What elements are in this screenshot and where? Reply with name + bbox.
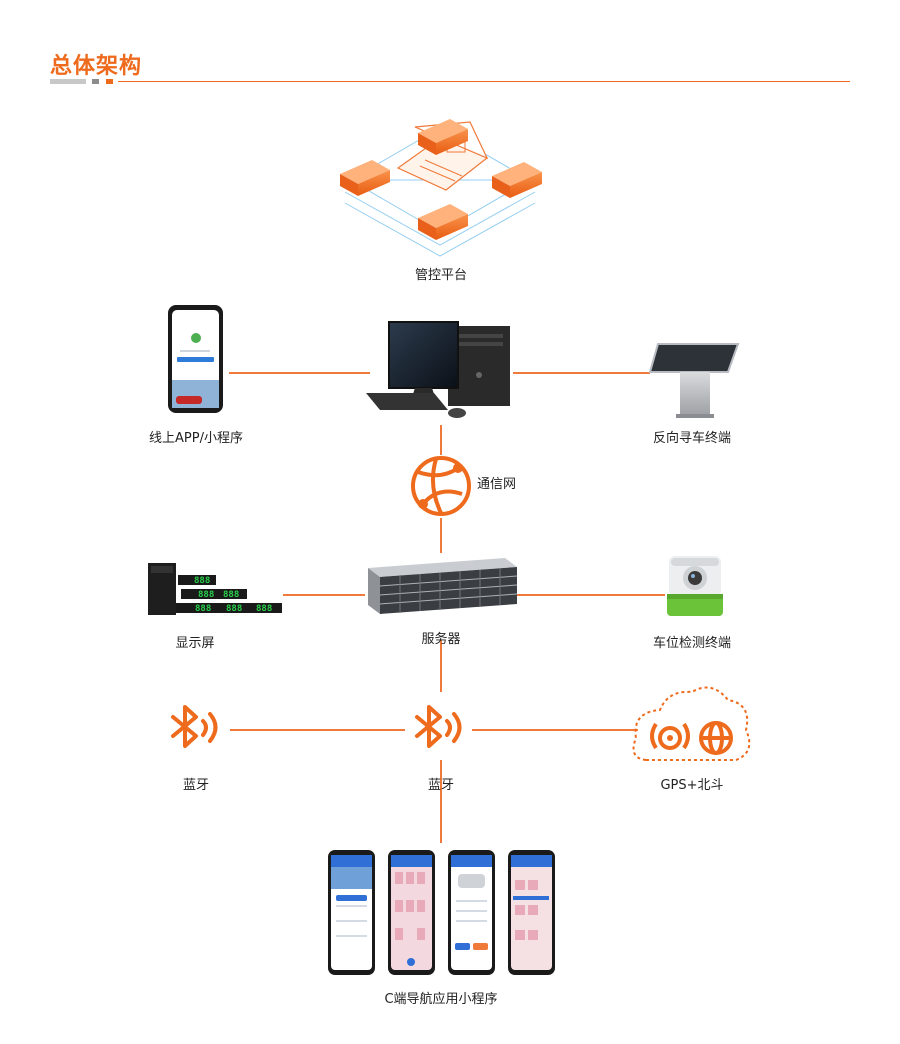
gps-beidou-icon [632,686,751,761]
label-kiosk: 反向寻车终端 [652,431,732,446]
phone-screens-icon [328,850,555,975]
connection-lines [229,372,665,843]
led-digits-1: 888 [194,576,210,586]
led-digits-6: 888 [256,604,272,614]
led-digits-2: 888 [198,590,214,600]
label-gps: GPS+北斗 [660,778,724,793]
label-miniapp: C端导航应用小程序 [384,992,498,1007]
rack-server-icon [368,558,518,614]
led-display-icon: 888 888 888 888 888 888 [148,563,282,615]
label-network: 通信网 [477,477,517,492]
parking-sensor-icon [667,556,723,616]
title-underline [118,81,850,82]
label-bluetooth-left: 蓝牙 [182,778,210,793]
bluetooth-icon-left [171,705,218,748]
title-decoration-grey [50,79,86,84]
label-app: 线上APP/小程序 [149,431,243,446]
page-title: 总体架构 [50,54,143,79]
label-platform: 管控平台 [414,268,468,283]
label-detector: 车位检测终端 [652,636,732,651]
led-digits-4: 888 [195,604,211,614]
bluetooth-icon-center [415,705,462,748]
led-digits-3: 888 [223,590,239,600]
kiosk-terminal-icon [648,343,740,418]
cloud-platform-icon [340,119,542,257]
label-bluetooth-center: 蓝牙 [427,778,455,793]
title-decoration-dark [92,79,99,84]
title-decoration-orange [106,79,113,84]
led-digits-5: 888 [226,604,242,614]
label-display: 显示屏 [175,636,215,651]
globe-network-icon [411,456,471,516]
label-server: 服务器 [421,632,461,647]
smartphone-icon [168,305,223,413]
desktop-computer-icon [366,321,510,418]
